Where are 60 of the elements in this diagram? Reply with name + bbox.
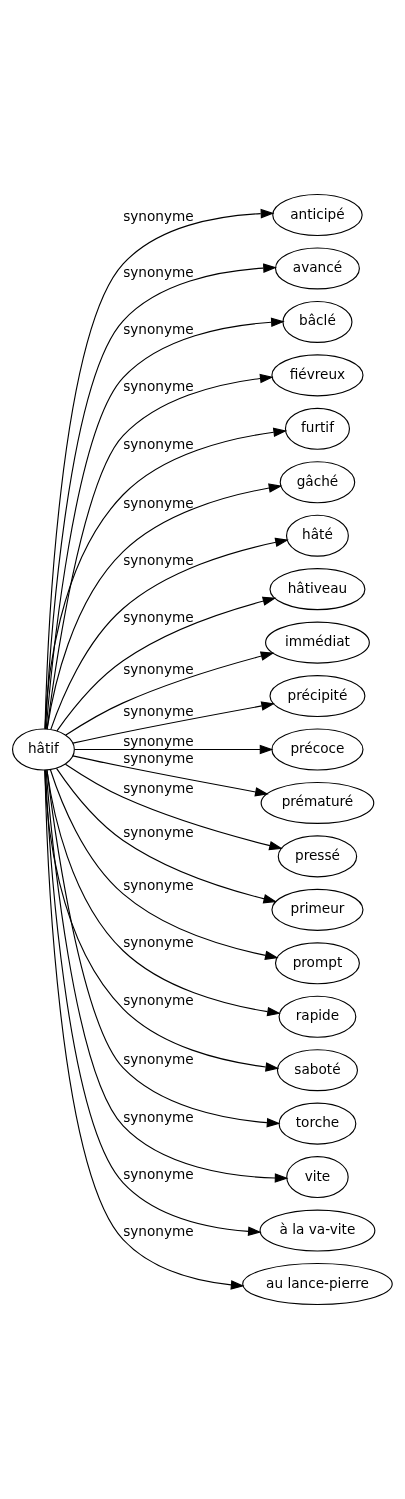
edge-label: synonyme xyxy=(123,749,194,766)
edge-label: synonyme xyxy=(123,1222,194,1239)
edge-label: synonyme xyxy=(123,264,194,281)
edge-label: synonyme xyxy=(123,494,194,511)
arrow xyxy=(46,483,283,730)
node-ellipse: au lance-pierre xyxy=(242,1262,393,1305)
node-ellipse: rapide xyxy=(278,995,357,1038)
edge-label: synonyme xyxy=(123,877,194,894)
arrow xyxy=(46,769,281,1128)
node-ellipse: à la va-vite xyxy=(259,1209,376,1252)
edge-label: synonyme xyxy=(123,1109,194,1126)
arrow xyxy=(56,767,278,904)
edge-label: synonyme xyxy=(123,703,194,720)
edge-label: synonyme xyxy=(123,1051,194,1068)
node-ellipse: prématuré xyxy=(260,781,375,824)
node-ellipse: vite xyxy=(286,1156,349,1199)
edge-label: synonyme xyxy=(123,608,194,625)
node-ellipse: prompt xyxy=(274,942,360,985)
node-ellipse: bâclé xyxy=(282,300,353,343)
node-ellipse: furtif xyxy=(284,407,350,450)
edge-label: synonyme xyxy=(123,377,194,394)
node-ellipse: hâté xyxy=(286,514,349,557)
edge-label: synonyme xyxy=(123,660,194,677)
arrow xyxy=(50,537,289,730)
node-ellipse: pressé xyxy=(277,835,358,878)
node-ellipse: fiévreux xyxy=(271,354,364,397)
arrow xyxy=(46,373,274,730)
arrow xyxy=(72,701,275,744)
node-ellipse: hâtif xyxy=(12,728,75,771)
node-ellipse: hâtiveau xyxy=(269,568,366,611)
edge-label: synonyme xyxy=(123,435,194,452)
edge-label: synonyme xyxy=(123,320,194,337)
node-ellipse: précipité xyxy=(269,675,366,718)
edge-label: synonyme xyxy=(123,551,194,568)
arrow xyxy=(45,769,289,1183)
edge-label: synonyme xyxy=(123,933,194,950)
arrow xyxy=(64,763,283,851)
edge-label: synonyme xyxy=(123,1165,194,1182)
edge-label: synonyme xyxy=(123,732,194,749)
node-ellipse: saboté xyxy=(276,1049,359,1092)
node-ellipse: avancé xyxy=(274,247,360,290)
node-ellipse: immédiat xyxy=(265,621,370,664)
arrow xyxy=(44,427,288,730)
node-ellipse: primeur xyxy=(271,888,364,931)
arrow xyxy=(49,769,279,961)
arrow xyxy=(44,769,245,1290)
edge-label: synonyme xyxy=(123,780,194,797)
node-ellipse: torche xyxy=(278,1102,357,1145)
arrow xyxy=(46,769,281,1017)
edge-label: synonyme xyxy=(123,823,194,840)
arrow xyxy=(65,651,275,736)
edge-label: synonyme xyxy=(123,208,194,225)
arrow xyxy=(44,769,280,1072)
arrow xyxy=(72,755,269,797)
node-ellipse: gâché xyxy=(279,461,356,504)
node-ellipse: précoce xyxy=(271,728,364,771)
node-ellipse: anticipé xyxy=(272,194,363,237)
edge-label: synonyme xyxy=(123,991,194,1008)
arrow xyxy=(56,596,277,732)
arrow xyxy=(74,744,274,755)
